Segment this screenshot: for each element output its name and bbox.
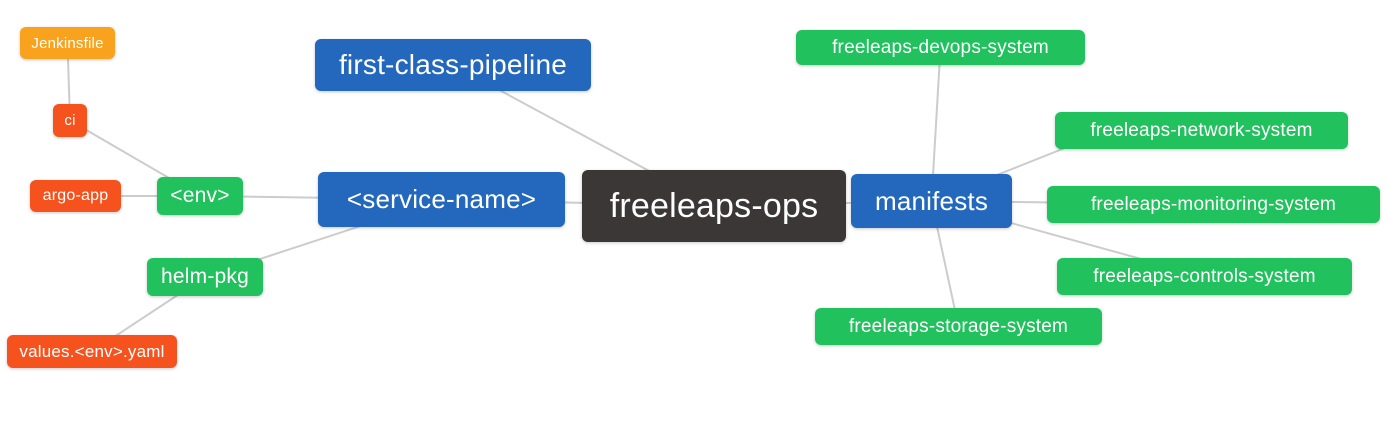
- node-env[interactable]: <env>: [157, 177, 243, 215]
- node-argo-app[interactable]: argo-app: [30, 180, 121, 212]
- node-values-env-yaml[interactable]: values.<env>.yaml: [7, 335, 177, 368]
- node-freeleaps-network-system[interactable]: freeleaps-network-system: [1055, 112, 1348, 149]
- node-helm-pkg[interactable]: helm-pkg: [147, 258, 263, 296]
- node-manifests[interactable]: manifests: [851, 174, 1012, 228]
- node-ci[interactable]: ci: [53, 104, 87, 137]
- node-freeleaps-controls-system[interactable]: freeleaps-controls-system: [1057, 258, 1352, 295]
- node-freeleaps-storage-system[interactable]: freeleaps-storage-system: [815, 308, 1102, 345]
- node-jenkinsfile[interactable]: Jenkinsfile: [20, 27, 115, 59]
- node-first-class-pipeline[interactable]: first-class-pipeline: [315, 39, 591, 91]
- node-freeleaps-monitoring-system[interactable]: freeleaps-monitoring-system: [1047, 186, 1380, 223]
- node-freeleaps-devops-system[interactable]: freeleaps-devops-system: [796, 30, 1085, 65]
- node-service-name[interactable]: <service-name>: [318, 172, 565, 227]
- node-freeleaps-ops[interactable]: freeleaps-ops: [582, 170, 846, 242]
